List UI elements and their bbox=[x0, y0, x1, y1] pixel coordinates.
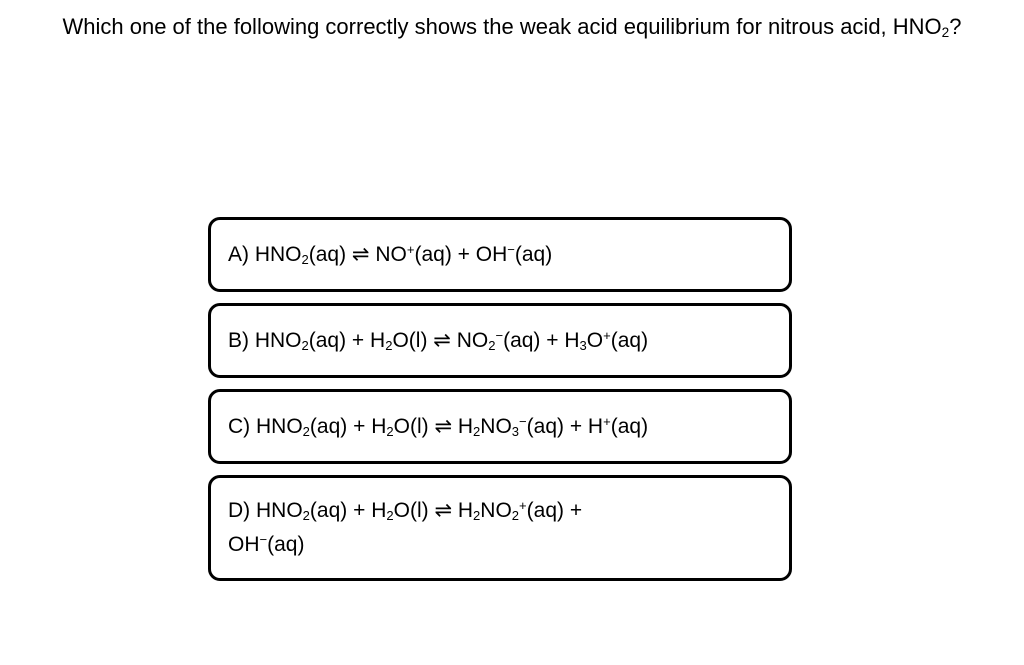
option-a-formula: A) HNO2(aq) ⇌ NO+(aq) + OH−(aq) bbox=[228, 241, 553, 267]
option-b[interactable]: B) HNO2(aq) + H2O(l) ⇌ NO2−(aq) + H3O+(a… bbox=[208, 303, 792, 378]
answer-options: A) HNO2(aq) ⇌ NO+(aq) + OH−(aq) B) HNO2(… bbox=[208, 217, 792, 581]
option-a[interactable]: A) HNO2(aq) ⇌ NO+(aq) + OH−(aq) bbox=[208, 217, 792, 292]
question-title: Which one of the following correctly sho… bbox=[62, 14, 962, 40]
option-c[interactable]: C) HNO2(aq) + H2O(l) ⇌ H2NO3−(aq) + H+(a… bbox=[208, 389, 792, 464]
option-b-formula: B) HNO2(aq) + H2O(l) ⇌ NO2−(aq) + H3O+(a… bbox=[228, 327, 649, 353]
option-d[interactable]: D) HNO2(aq) + H2O(l) ⇌ H2NO2+(aq) +OH−(a… bbox=[208, 475, 792, 581]
option-c-formula: C) HNO2(aq) + H2O(l) ⇌ H2NO3−(aq) + H+(a… bbox=[228, 413, 649, 439]
question-page: Which one of the following correctly sho… bbox=[0, 0, 1024, 581]
option-d-formula: D) HNO2(aq) + H2O(l) ⇌ H2NO2+(aq) +OH−(a… bbox=[228, 498, 583, 556]
